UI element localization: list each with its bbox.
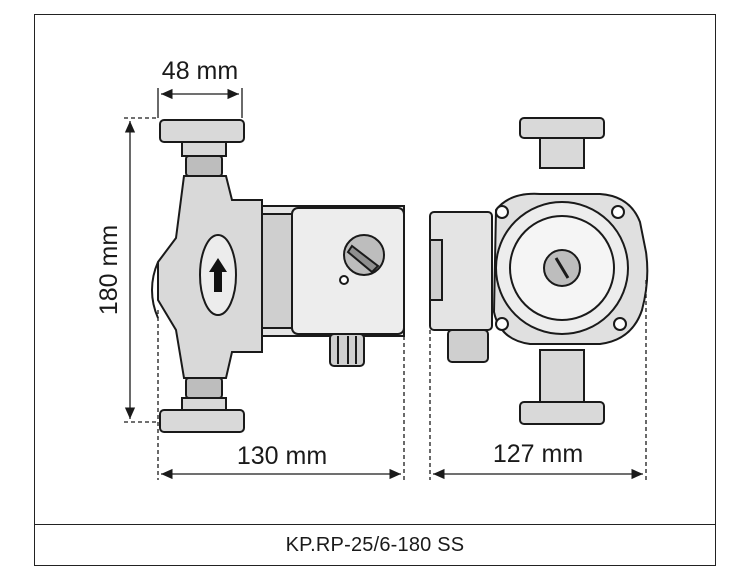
flow-arrow-icon <box>209 258 227 292</box>
dim-130-label: 130 mm <box>237 442 327 470</box>
caption-row: KP.RP-25/6-180 SS <box>34 524 716 566</box>
dim-180-label: 180 mm <box>95 225 123 315</box>
model-label: KP.RP-25/6-180 SS <box>285 534 465 556</box>
dim-48-label: 48 mm <box>162 57 238 85</box>
dim-127-label: 127 mm <box>493 440 583 468</box>
pump-front-view <box>429 117 649 425</box>
drawing-frame <box>34 14 716 566</box>
pump-side-view <box>151 119 405 433</box>
